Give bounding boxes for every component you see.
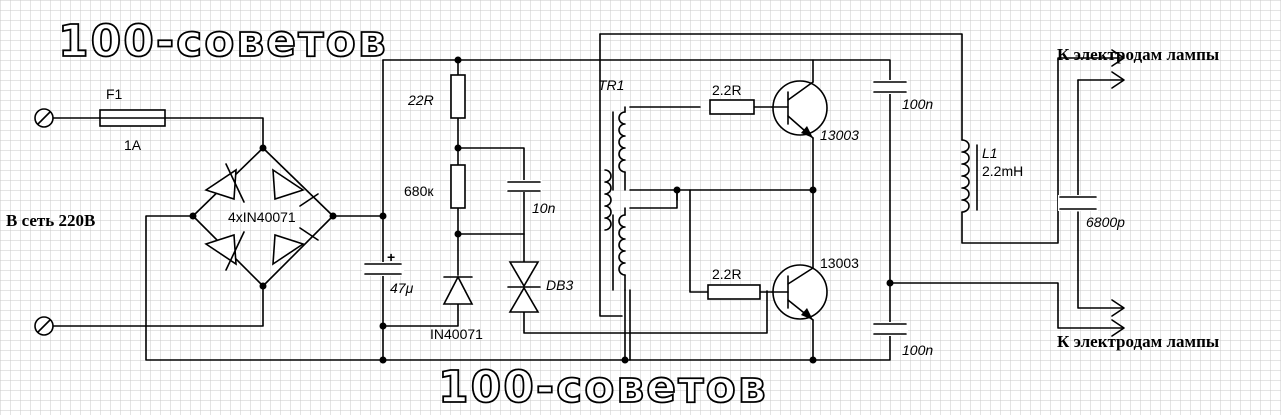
terminal-top xyxy=(34,108,54,128)
resistor-680k xyxy=(450,164,466,209)
resistor-base-bottom xyxy=(707,284,761,300)
dinistor-db3 xyxy=(507,261,541,313)
transistor-top xyxy=(771,80,828,139)
capacitor-100n-bottom xyxy=(872,322,908,336)
watermark-bottom: 100-советов xyxy=(438,362,768,413)
transformer-tr1 xyxy=(604,106,626,291)
dinistor-db3-label: DB3 xyxy=(546,277,573,293)
fuse-value-label: 1A xyxy=(124,137,142,153)
capacitor-47u-label: 47μ xyxy=(390,280,414,296)
transistor-bottom xyxy=(771,264,828,321)
capacitor-10n-label: 10n xyxy=(532,200,556,216)
bridge-diode-top-right xyxy=(272,168,319,207)
bridge-diode-top-left xyxy=(204,163,245,203)
resistor-680k-label: 680к xyxy=(404,183,434,199)
arrow-lamp-bottom-1 xyxy=(1111,299,1125,317)
inductor-value-label: 2.2mH xyxy=(982,163,1023,179)
bridge-diode-bottom-left xyxy=(204,231,245,271)
arrow-lamp-bottom-2 xyxy=(1111,319,1125,337)
transistor-bottom-label: 13003 xyxy=(820,255,859,271)
capacitor-100n-bottom-label: 100n xyxy=(902,342,933,358)
lamp-bottom-label: К электродам лампы xyxy=(1057,332,1219,351)
fuse-name-label: F1 xyxy=(106,86,123,102)
resistor-base-top xyxy=(709,99,755,115)
resistor-base-bottom-label: 2.2R xyxy=(712,266,742,282)
capacitor-6800p-label: 6800p xyxy=(1086,214,1125,230)
diode-in40071 xyxy=(442,275,474,305)
capacitor-100n-top xyxy=(872,80,908,94)
capacitor-47u: + xyxy=(362,249,404,276)
wires xyxy=(51,33,1123,361)
capacitor-10n xyxy=(506,180,542,192)
terminal-bottom xyxy=(34,316,54,336)
junctions xyxy=(189,56,894,364)
bridge-value-label: 4xIN40071 xyxy=(228,209,296,225)
inductor-l1 xyxy=(961,139,978,213)
fuse-f1 xyxy=(99,109,166,127)
transistor-top-label: 13003 xyxy=(820,127,859,143)
bridge-diode-bottom-right xyxy=(272,227,319,266)
diode-in40071-label: IN40071 xyxy=(430,326,483,342)
resistor-22r xyxy=(450,74,466,119)
capacitor-6800p xyxy=(1058,195,1098,211)
mains-label: В сеть 220В xyxy=(6,211,95,230)
watermark-top: 100-советов xyxy=(58,16,388,67)
lamp-top-label: К электродам лампы xyxy=(1057,45,1219,64)
arrow-lamp-top-2 xyxy=(1111,71,1125,89)
resistor-22r-label: 22R xyxy=(407,92,434,108)
inductor-name-label: L1 xyxy=(982,145,998,161)
svg-text:+: + xyxy=(387,249,395,265)
arrow-lamp-top-1 xyxy=(1111,49,1125,67)
resistor-base-top-label: 2.2R xyxy=(712,82,742,98)
capacitor-100n-top-label: 100n xyxy=(902,96,933,112)
transformer-label: TR1 xyxy=(598,77,624,93)
